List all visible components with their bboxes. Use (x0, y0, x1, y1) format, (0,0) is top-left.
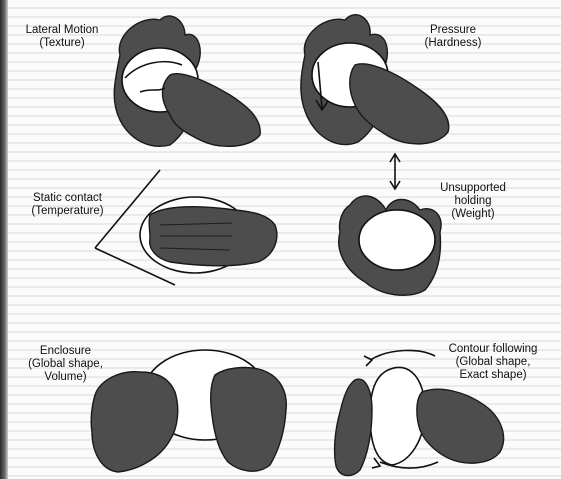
pressure-label: Pressure(Hardness) (403, 24, 503, 50)
contour-following-left-hand (335, 379, 372, 476)
enclosure-left-hand (91, 372, 178, 472)
enclosure-right-hand (211, 368, 287, 472)
unsupported-holding-illustration (339, 154, 441, 295)
enclosure-label: Enclosure(Global shape,Volume) (18, 345, 113, 384)
contour-following-arrow-top (370, 350, 435, 360)
contour-following-label: Contour following(Global shape,Exact sha… (438, 343, 548, 382)
lateral-motion-label: Lateral Motion(Texture) (12, 24, 112, 50)
enclosure-illustration (91, 350, 286, 472)
static-contact-label: Static contact(Temperature) (20, 192, 115, 218)
contour-following-right-hand (417, 389, 504, 463)
static-contact-illustration (95, 170, 277, 285)
unsupported-holding-object (359, 210, 435, 270)
contour-following-arrowhead-bottom (372, 458, 380, 468)
lateral-motion-illustration (114, 16, 260, 146)
contour-following-arrowhead-top (364, 356, 372, 366)
